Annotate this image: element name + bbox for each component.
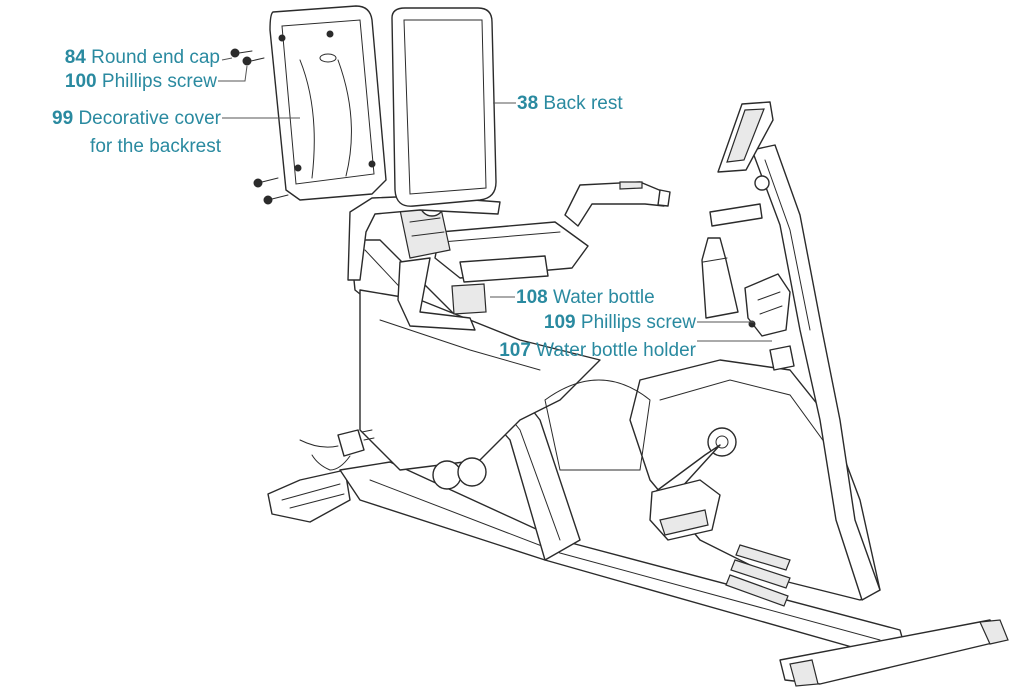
leader-lines [218, 57, 772, 342]
water-bottle [701, 237, 739, 319]
label-99-decorative-cover: 99 Decorative cover [52, 108, 222, 129]
decorative-cover [269, 5, 387, 201]
label-99-decorative-cover-line2: for the backrest [90, 136, 222, 157]
label-100-phillips-screw: 100 Phillips screw [65, 71, 217, 92]
label-107-water-bottle-holder: 107 Water bottle holder [499, 340, 696, 361]
handlebar-post [709, 101, 881, 601]
callout-labels: 84 Round end cap 100 Phillips screw 99 D… [52, 47, 697, 361]
label-84-round-end-cap: 84 Round end cap [65, 47, 220, 68]
back-rest [391, 7, 497, 207]
label-109-phillips-screw: 109 Phillips screw [544, 312, 696, 333]
screws [230, 48, 289, 205]
bike-frame [267, 239, 1009, 687]
label-108-water-bottle: 108 Water bottle [516, 287, 655, 308]
power-adapter [299, 429, 375, 471]
water-bottle-holder [744, 273, 795, 371]
label-38-back-rest: 38 Back rest [517, 93, 623, 114]
